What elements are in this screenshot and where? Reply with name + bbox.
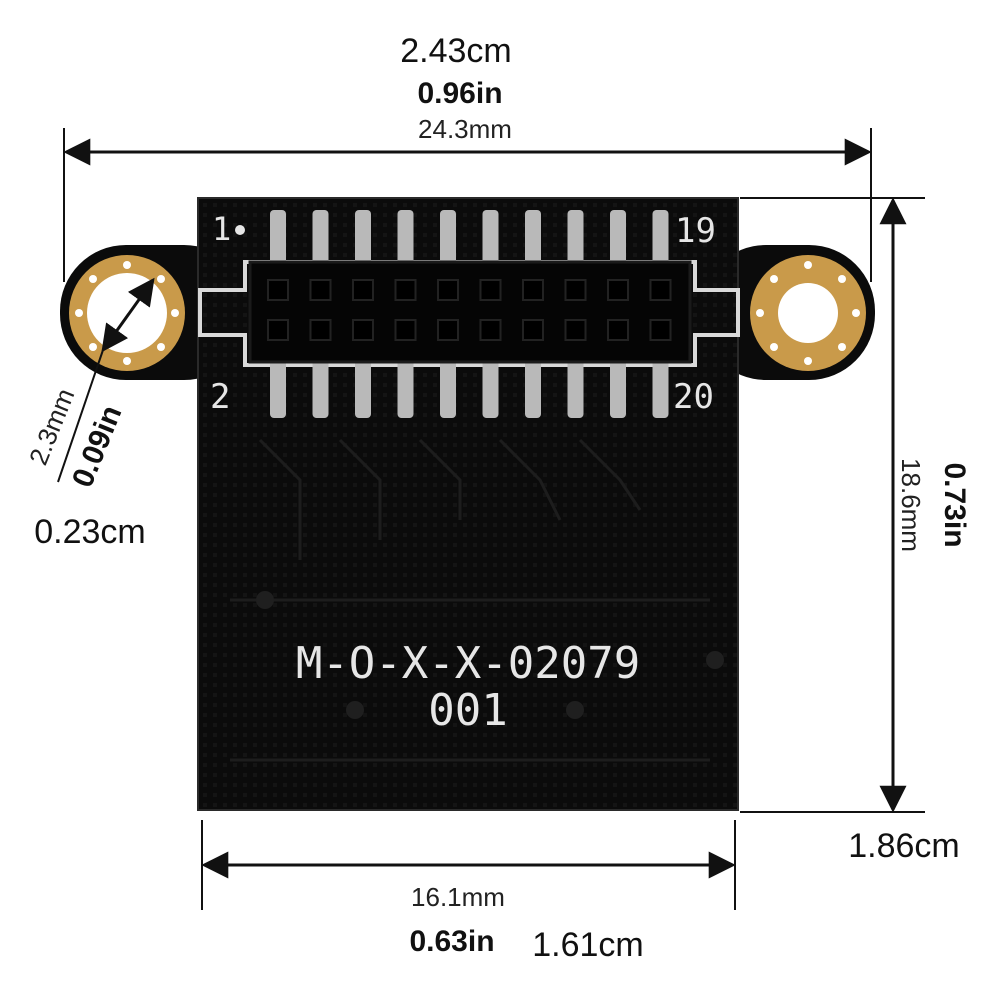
top-pin (270, 210, 286, 265)
pin-label-20: 20 (673, 377, 714, 417)
connector-socket (522, 319, 544, 341)
connector-socket (479, 319, 502, 341)
bottom-pin (270, 360, 286, 418)
connector-socket (394, 279, 417, 301)
connector-socket (309, 319, 332, 341)
connector-socket (309, 279, 332, 301)
right-mounting-hole (750, 255, 866, 371)
top-dimension: 2.43cm 0.96in 24.3mm (63, 32, 872, 282)
connector-socket (352, 279, 374, 301)
bottom-dimension-inch: 0.63in (409, 925, 494, 958)
top-pin (440, 210, 456, 265)
hole-dimension-mm: 2.3mm (23, 384, 81, 469)
connector-socket (437, 279, 459, 301)
right-dimension-mm: 18.6mm (896, 458, 926, 552)
top-dimension-mm: 24.3mm (418, 114, 512, 144)
connector-housing (248, 260, 692, 364)
connector-socket (479, 279, 502, 301)
connector-socket (607, 279, 629, 301)
bottom-dimension-cm: 1.61cm (532, 926, 644, 964)
right-dimension-cm: 1.86cm (848, 827, 960, 865)
pin-label-1: 1 (212, 210, 231, 248)
connector-sockets (267, 279, 672, 341)
top-dimension-inch: 0.96in (417, 77, 502, 110)
hole-dimension-inch: 0.09in (66, 401, 128, 492)
top-pin (482, 210, 499, 265)
connector-socket (267, 279, 289, 301)
bottom-pin (312, 360, 329, 418)
top-dimension-cm: 2.43cm (400, 32, 512, 70)
part-number: M-O-X-X-02079 (296, 638, 640, 689)
pin-label-2: 2 (210, 377, 230, 417)
top-pin (525, 210, 541, 265)
bottom-pin-row (270, 360, 669, 418)
bottom-pin (525, 360, 541, 418)
connector-socket (437, 319, 459, 341)
connector-socket (352, 319, 374, 341)
pin1-dot (235, 225, 245, 235)
hole-dimension-cm: 0.23cm (34, 513, 146, 551)
bottom-pin (440, 360, 456, 418)
bottom-pin (482, 360, 499, 418)
connector-socket (649, 279, 672, 301)
connector-silkscreen (198, 260, 740, 367)
bottom-dimension: 16.1mm 0.63in 1.61cm (201, 820, 736, 964)
top-pin (567, 210, 584, 265)
bottom-dimension-mm: 16.1mm (411, 882, 505, 912)
pcb-traces (230, 438, 710, 762)
connector-socket (607, 319, 629, 341)
top-pin-row (270, 210, 669, 265)
bottom-pin (355, 360, 371, 418)
top-pin (610, 210, 626, 265)
bottom-pin (397, 360, 414, 418)
bottom-pin (610, 360, 626, 418)
bottom-pin (567, 360, 584, 418)
bottom-pin (652, 360, 669, 418)
top-pin (355, 210, 371, 265)
connector-socket (394, 319, 417, 341)
pin-label-19: 19 (675, 211, 716, 251)
top-pin (397, 210, 414, 265)
connector-socket (522, 279, 544, 301)
connector-socket (267, 319, 289, 341)
connector-socket (564, 279, 587, 301)
pcb-board: 1 19 2 20 M-O-X-X-02079 001 (60, 197, 875, 811)
revision-number: 001 (428, 685, 507, 736)
top-pin (312, 210, 329, 265)
connector-socket (564, 319, 587, 341)
right-dimension: 0.73in 18.6mm 1.86cm (740, 197, 971, 865)
top-pin (652, 210, 669, 265)
pcb-vias (256, 591, 724, 719)
left-mounting-hole (69, 255, 185, 371)
connector-socket (649, 319, 672, 341)
right-dimension-inch: 0.73in (938, 462, 971, 547)
